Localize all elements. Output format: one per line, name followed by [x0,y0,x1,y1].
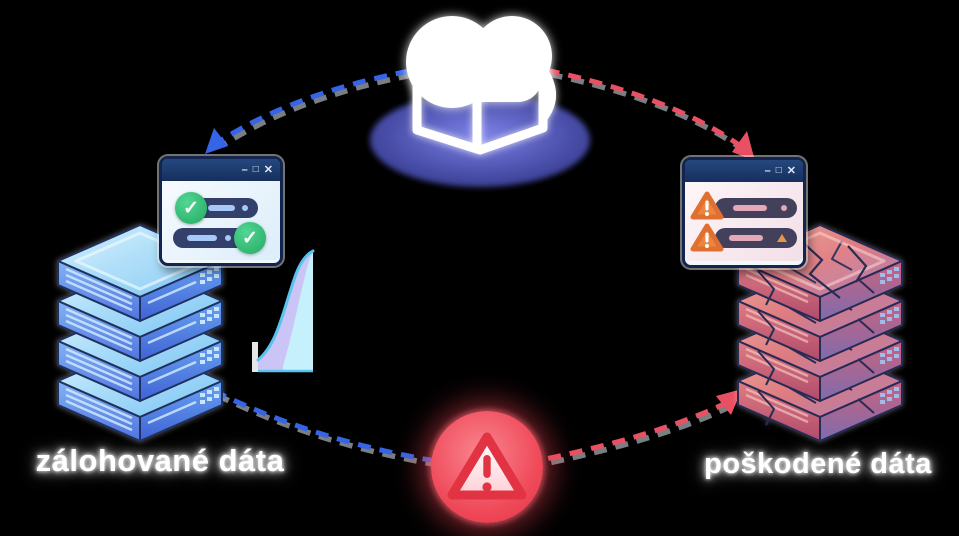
window-titlebar: – □ ✕ [162,159,280,181]
status-row [715,198,797,218]
arrow-to-damaged [504,63,755,470]
area-chart-fragment [252,249,315,373]
alert-triangle-icon [447,432,527,500]
warning-triangle-icon [690,223,724,252]
maximize-icon: □ [252,164,259,175]
status-row [173,228,253,248]
progress-bar [187,235,217,241]
alert-badge [431,411,543,523]
label-backed-up-data: zálohované dáta [35,443,285,478]
maximize-icon: □ [775,165,782,176]
arrowhead-red-bottom [716,389,742,415]
warning-triangle-icon [690,191,724,220]
progress-bar [729,235,763,241]
window-body [685,182,803,261]
window-body: ✓ ✓ [162,181,280,260]
warning-marker [777,234,787,242]
arrowhead-red-top [732,131,755,161]
close-icon: ✕ [263,163,273,176]
check-icon: ✓ [175,192,207,224]
label-damaged-data: poškodené dáta [704,448,932,480]
progress-bar [733,205,767,211]
check-icon: ✓ [234,222,266,254]
status-dot [225,235,231,241]
crack-lines [797,237,868,299]
status-dot [781,205,787,211]
status-row [715,228,797,248]
arrowhead-blue [205,128,228,154]
minimize-icon: – [241,163,248,176]
status-window-healthy: – □ ✕ ✓ ✓ [159,156,283,266]
close-icon: ✕ [786,164,796,177]
status-window-damaged: – □ ✕ [682,157,806,268]
progress-bar [208,205,235,211]
status-dot [242,205,248,211]
database-icon [370,16,590,187]
window-titlebar: – □ ✕ [685,160,803,182]
minimize-icon: – [764,164,771,177]
